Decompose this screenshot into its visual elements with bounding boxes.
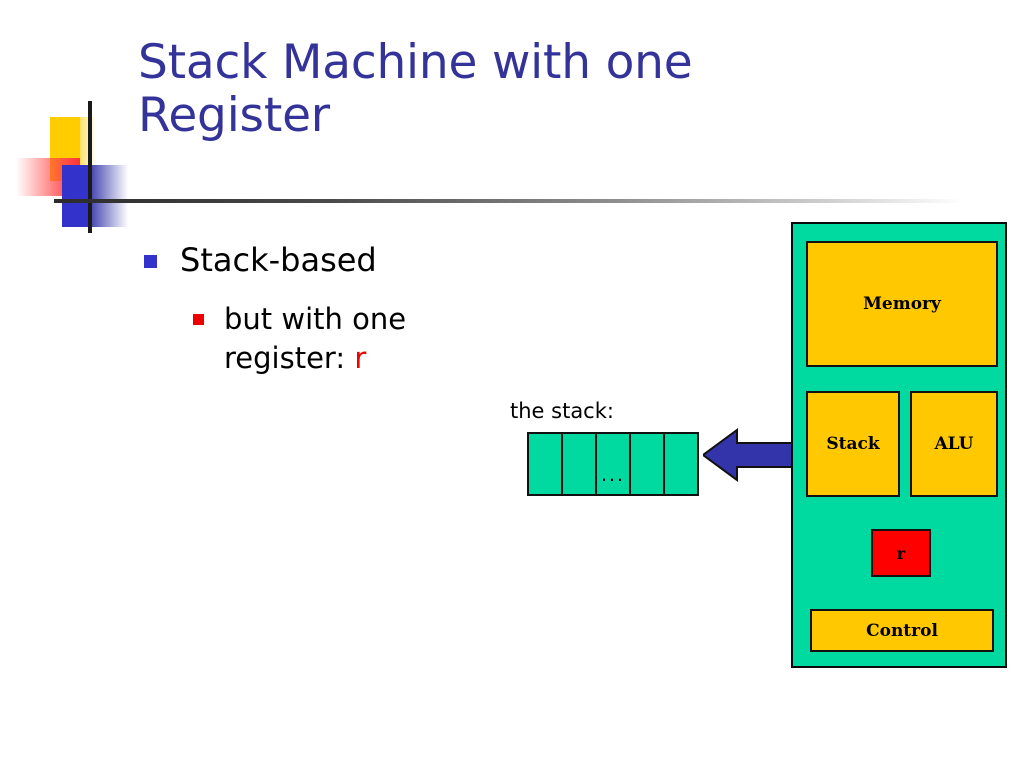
bullet-label-level2-text: but with one register:	[224, 302, 407, 375]
bullet-item-stack-based: Stack-based	[144, 240, 377, 281]
stack-cell	[665, 434, 697, 494]
deco-vertical-line	[88, 101, 92, 233]
cpu-box-stack: Stack	[806, 391, 900, 497]
stack-cell	[631, 434, 665, 494]
cpu-box-memory: Memory	[806, 241, 998, 367]
title-decoration	[0, 95, 200, 245]
left-arrow-icon	[703, 428, 813, 482]
stack-cells-container: ...	[527, 432, 699, 496]
title-divider-line	[54, 199, 964, 203]
stack-cell: ...	[597, 434, 631, 494]
register-name-highlight: r	[354, 341, 367, 375]
cpu-box-register: r	[871, 529, 931, 577]
bullet-label-level1: Stack-based	[180, 241, 377, 279]
red-square-bullet-icon	[193, 314, 204, 325]
stack-cell-text: ...	[600, 464, 626, 486]
deco-blue-square-core	[62, 165, 88, 227]
stack-label: the stack:	[510, 399, 614, 423]
stack-cell	[563, 434, 597, 494]
stack-cell	[529, 434, 563, 494]
bullet-item-one-register: but with one register: r	[193, 300, 484, 378]
cpu-panel: Memory Stack ALU r Control	[791, 222, 1007, 668]
cpu-box-control: Control	[810, 609, 994, 652]
page-title: Stack Machine with one Register	[138, 35, 693, 143]
blue-square-bullet-icon	[144, 255, 157, 268]
bullet-label-level2: but with one register: r	[224, 300, 484, 378]
cpu-box-alu: ALU	[910, 391, 998, 497]
